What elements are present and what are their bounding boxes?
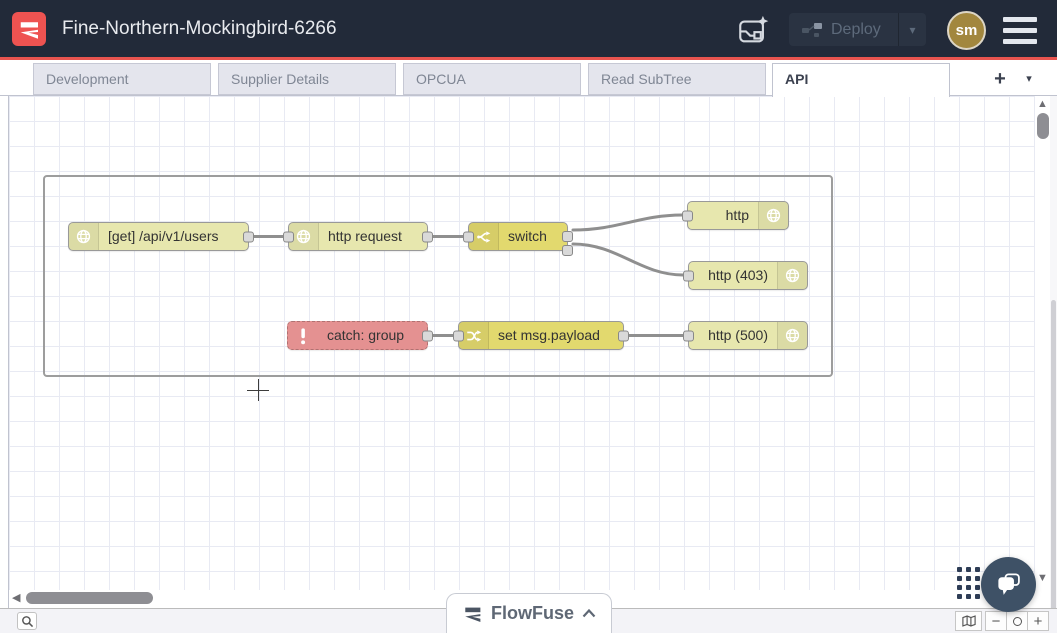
node-label: http (403) [708, 267, 768, 283]
user-avatar[interactable]: sm [947, 11, 986, 50]
chevron-up-icon [582, 609, 596, 618]
vertical-scroll-thumb[interactable] [1037, 113, 1049, 139]
node-label: switch [508, 228, 547, 244]
main-menu-icon[interactable] [1003, 17, 1037, 44]
scroll-down-icon[interactable]: ▼ [1037, 572, 1048, 584]
flowfuse-brand-label: FlowFuse [490, 603, 574, 623]
flow-canvas[interactable] [9, 96, 1036, 590]
page-scrollbar-thumb[interactable] [1051, 300, 1056, 633]
flowfuse-logo-icon [12, 12, 46, 46]
node-label: [get] /api/v1/users [108, 228, 219, 244]
add-flow-button[interactable]: + [994, 68, 1006, 90]
input-port[interactable] [683, 270, 694, 281]
node-switch[interactable]: switch [463, 222, 573, 256]
chat-bubble-icon [997, 572, 1020, 595]
deploy-nodes-icon [802, 22, 822, 37]
input-port[interactable] [283, 231, 294, 242]
input-port[interactable] [463, 231, 474, 242]
node-label: catch: group [327, 327, 405, 343]
output-port-1[interactable] [562, 231, 573, 242]
output-port[interactable] [422, 231, 433, 242]
output-port[interactable] [422, 330, 433, 341]
chat-launcher-button[interactable] [981, 557, 1036, 612]
tab-supplier-details[interactable]: Supplier Details [218, 63, 396, 95]
node-change[interactable]: set msg.payload [453, 321, 629, 350]
deploy-button-main[interactable]: Deploy [789, 21, 898, 39]
input-port[interactable] [453, 330, 464, 341]
tab-read-subtree[interactable]: Read SubTree [588, 63, 766, 95]
globe-icon [289, 223, 319, 250]
tab-opcua[interactable]: OPCUA [403, 63, 581, 95]
horizontal-scroll-thumb[interactable] [26, 592, 153, 604]
search-button[interactable] [17, 612, 37, 630]
navigator-button[interactable] [955, 611, 982, 631]
node-http-in[interactable]: [get] /api/v1/users [68, 222, 254, 251]
input-port[interactable] [682, 210, 693, 221]
node-label: http [725, 207, 749, 223]
zoom-out-button[interactable]: − [985, 611, 1007, 631]
node-label: http (500) [708, 327, 768, 343]
deploy-options-caret-icon[interactable]: ▾ [898, 13, 926, 46]
tab-api[interactable]: API [772, 63, 950, 97]
deploy-label: Deploy [831, 20, 881, 38]
globe-icon [758, 202, 788, 229]
flow-title: Fine-Northern-Mockingbird-6266 [62, 17, 337, 39]
zoom-in-button[interactable]: + [1027, 611, 1049, 631]
shuffle-icon [459, 322, 489, 349]
tab-list-caret-icon[interactable]: ▾ [1026, 73, 1032, 85]
node-http-response[interactable]: http [682, 201, 789, 230]
flowfuse-logo-icon [465, 607, 481, 623]
search-icon [21, 615, 33, 627]
palette-edge-divider [8, 60, 9, 608]
node-label: http request [328, 228, 402, 244]
flow-assistant-icon[interactable] [733, 11, 773, 49]
node-label: set msg.payload [498, 327, 600, 343]
header-bar: Fine-Northern-Mockingbird-6266 Deploy ▾ [0, 0, 1057, 60]
scroll-up-icon[interactable]: ▲ [1037, 98, 1048, 110]
deploy-button[interactable]: Deploy ▾ [789, 13, 926, 46]
workspace-tabbar: Development Supplier Details OPCUA Read … [0, 60, 1057, 97]
exclamation-icon [288, 322, 318, 349]
node-http-response-500[interactable]: http (500) [683, 321, 808, 350]
switch-icon [469, 223, 499, 250]
vertical-scrollbar[interactable]: ▲ [1035, 96, 1051, 590]
globe-icon [777, 262, 807, 289]
tab-development[interactable]: Development [33, 63, 211, 95]
globe-icon [777, 322, 807, 349]
flowfuse-toolbar-toggle[interactable]: FlowFuse [446, 593, 612, 633]
zoom-reset-button[interactable] [1006, 611, 1028, 631]
node-http-response-403[interactable]: http (403) [683, 261, 808, 290]
output-port[interactable] [243, 231, 254, 242]
map-icon [961, 615, 976, 627]
input-port[interactable] [683, 330, 694, 341]
widget-drag-handle[interactable] [957, 567, 980, 599]
zoom-reset-icon [1012, 616, 1022, 626]
scroll-left-icon[interactable]: ◀ [12, 592, 21, 604]
globe-icon [69, 223, 99, 250]
output-port-2[interactable] [562, 245, 573, 256]
node-group-outline[interactable] [43, 175, 833, 377]
cursor-crosshair [258, 379, 259, 401]
output-port[interactable] [618, 330, 629, 341]
node-http-request[interactable]: http request [283, 222, 433, 251]
node-catch[interactable]: catch: group [287, 321, 433, 350]
